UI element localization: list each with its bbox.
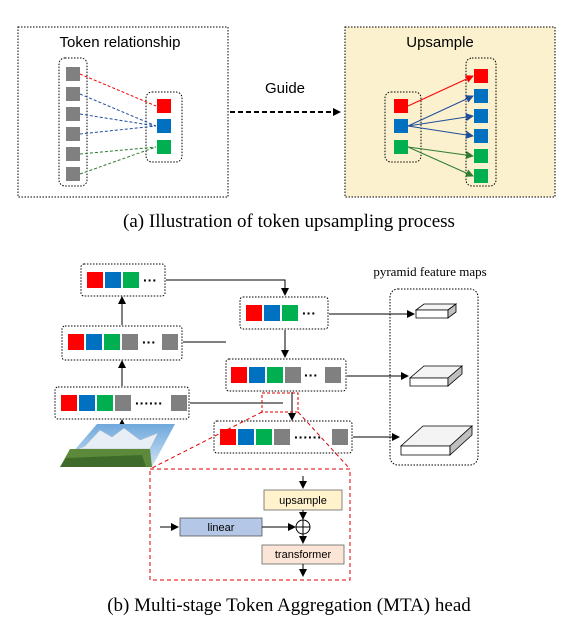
zoom-region	[261, 392, 299, 413]
coarse-token-green	[394, 140, 408, 154]
source-token	[66, 127, 80, 141]
target-token-blue	[157, 119, 171, 133]
decoder-stage-3: ······	[213, 420, 353, 454]
feature-map-large	[399, 425, 474, 456]
source-token	[66, 67, 80, 81]
upsampled-token-blue	[474, 89, 488, 103]
decoder-stage-1: ···	[239, 296, 329, 330]
token-relationship-panel: Token relationship	[17, 26, 229, 198]
source-token	[66, 147, 80, 161]
coarse-token-red	[394, 99, 408, 113]
ellipsis: ···	[142, 334, 156, 350]
linear-label: linear	[208, 522, 235, 534]
pyramid-label: pyramid feature maps	[373, 264, 486, 279]
mta-detail-box: upsample linear transformer	[149, 468, 351, 581]
encoder-stage-1: ······	[54, 386, 190, 420]
guide-arrow: Guide	[230, 80, 341, 116]
coarse-token-blue	[394, 119, 408, 133]
pyramid-panel	[389, 288, 479, 466]
upsample-panel: Upsample	[344, 26, 556, 198]
transformer-label: transformer	[275, 549, 332, 561]
ellipsis: ···	[304, 367, 318, 383]
decoder-stage-2: ···	[225, 358, 347, 392]
upsampled-token-blue	[474, 129, 488, 143]
caption-a: (a) Illustration of token upsampling pro…	[123, 211, 455, 232]
coarse-token-group	[384, 91, 422, 163]
ellipsis: ···	[143, 272, 157, 288]
upsampled-token-green	[474, 149, 488, 163]
source-token	[66, 167, 80, 181]
caption-b: (b) Multi-stage Token Aggregation (MTA) …	[107, 595, 471, 616]
sum-node-icon	[295, 519, 311, 535]
token-relationship-title: Token relationship	[60, 34, 181, 51]
target-token-green	[157, 140, 171, 154]
encoder-stage-3: ···	[80, 263, 166, 297]
upsample-label: upsample	[279, 495, 327, 507]
feature-map-small	[414, 303, 458, 319]
encoder-stage-2: ···	[61, 325, 183, 361]
feature-map-medium	[408, 365, 464, 387]
guide-label: Guide	[265, 80, 305, 97]
upsampled-token-red	[474, 69, 488, 83]
ellipsis: ···	[302, 305, 316, 321]
ellipsis: ······	[135, 395, 163, 411]
source-token	[66, 107, 80, 121]
ellipsis: ······	[294, 429, 322, 445]
upsample-title: Upsample	[406, 34, 474, 51]
upsampled-token-blue	[474, 109, 488, 123]
input-image	[60, 424, 175, 467]
upsampled-token-group	[465, 57, 497, 187]
source-token	[66, 87, 80, 101]
upsampled-token-green	[474, 169, 488, 183]
target-token-red	[157, 99, 171, 113]
